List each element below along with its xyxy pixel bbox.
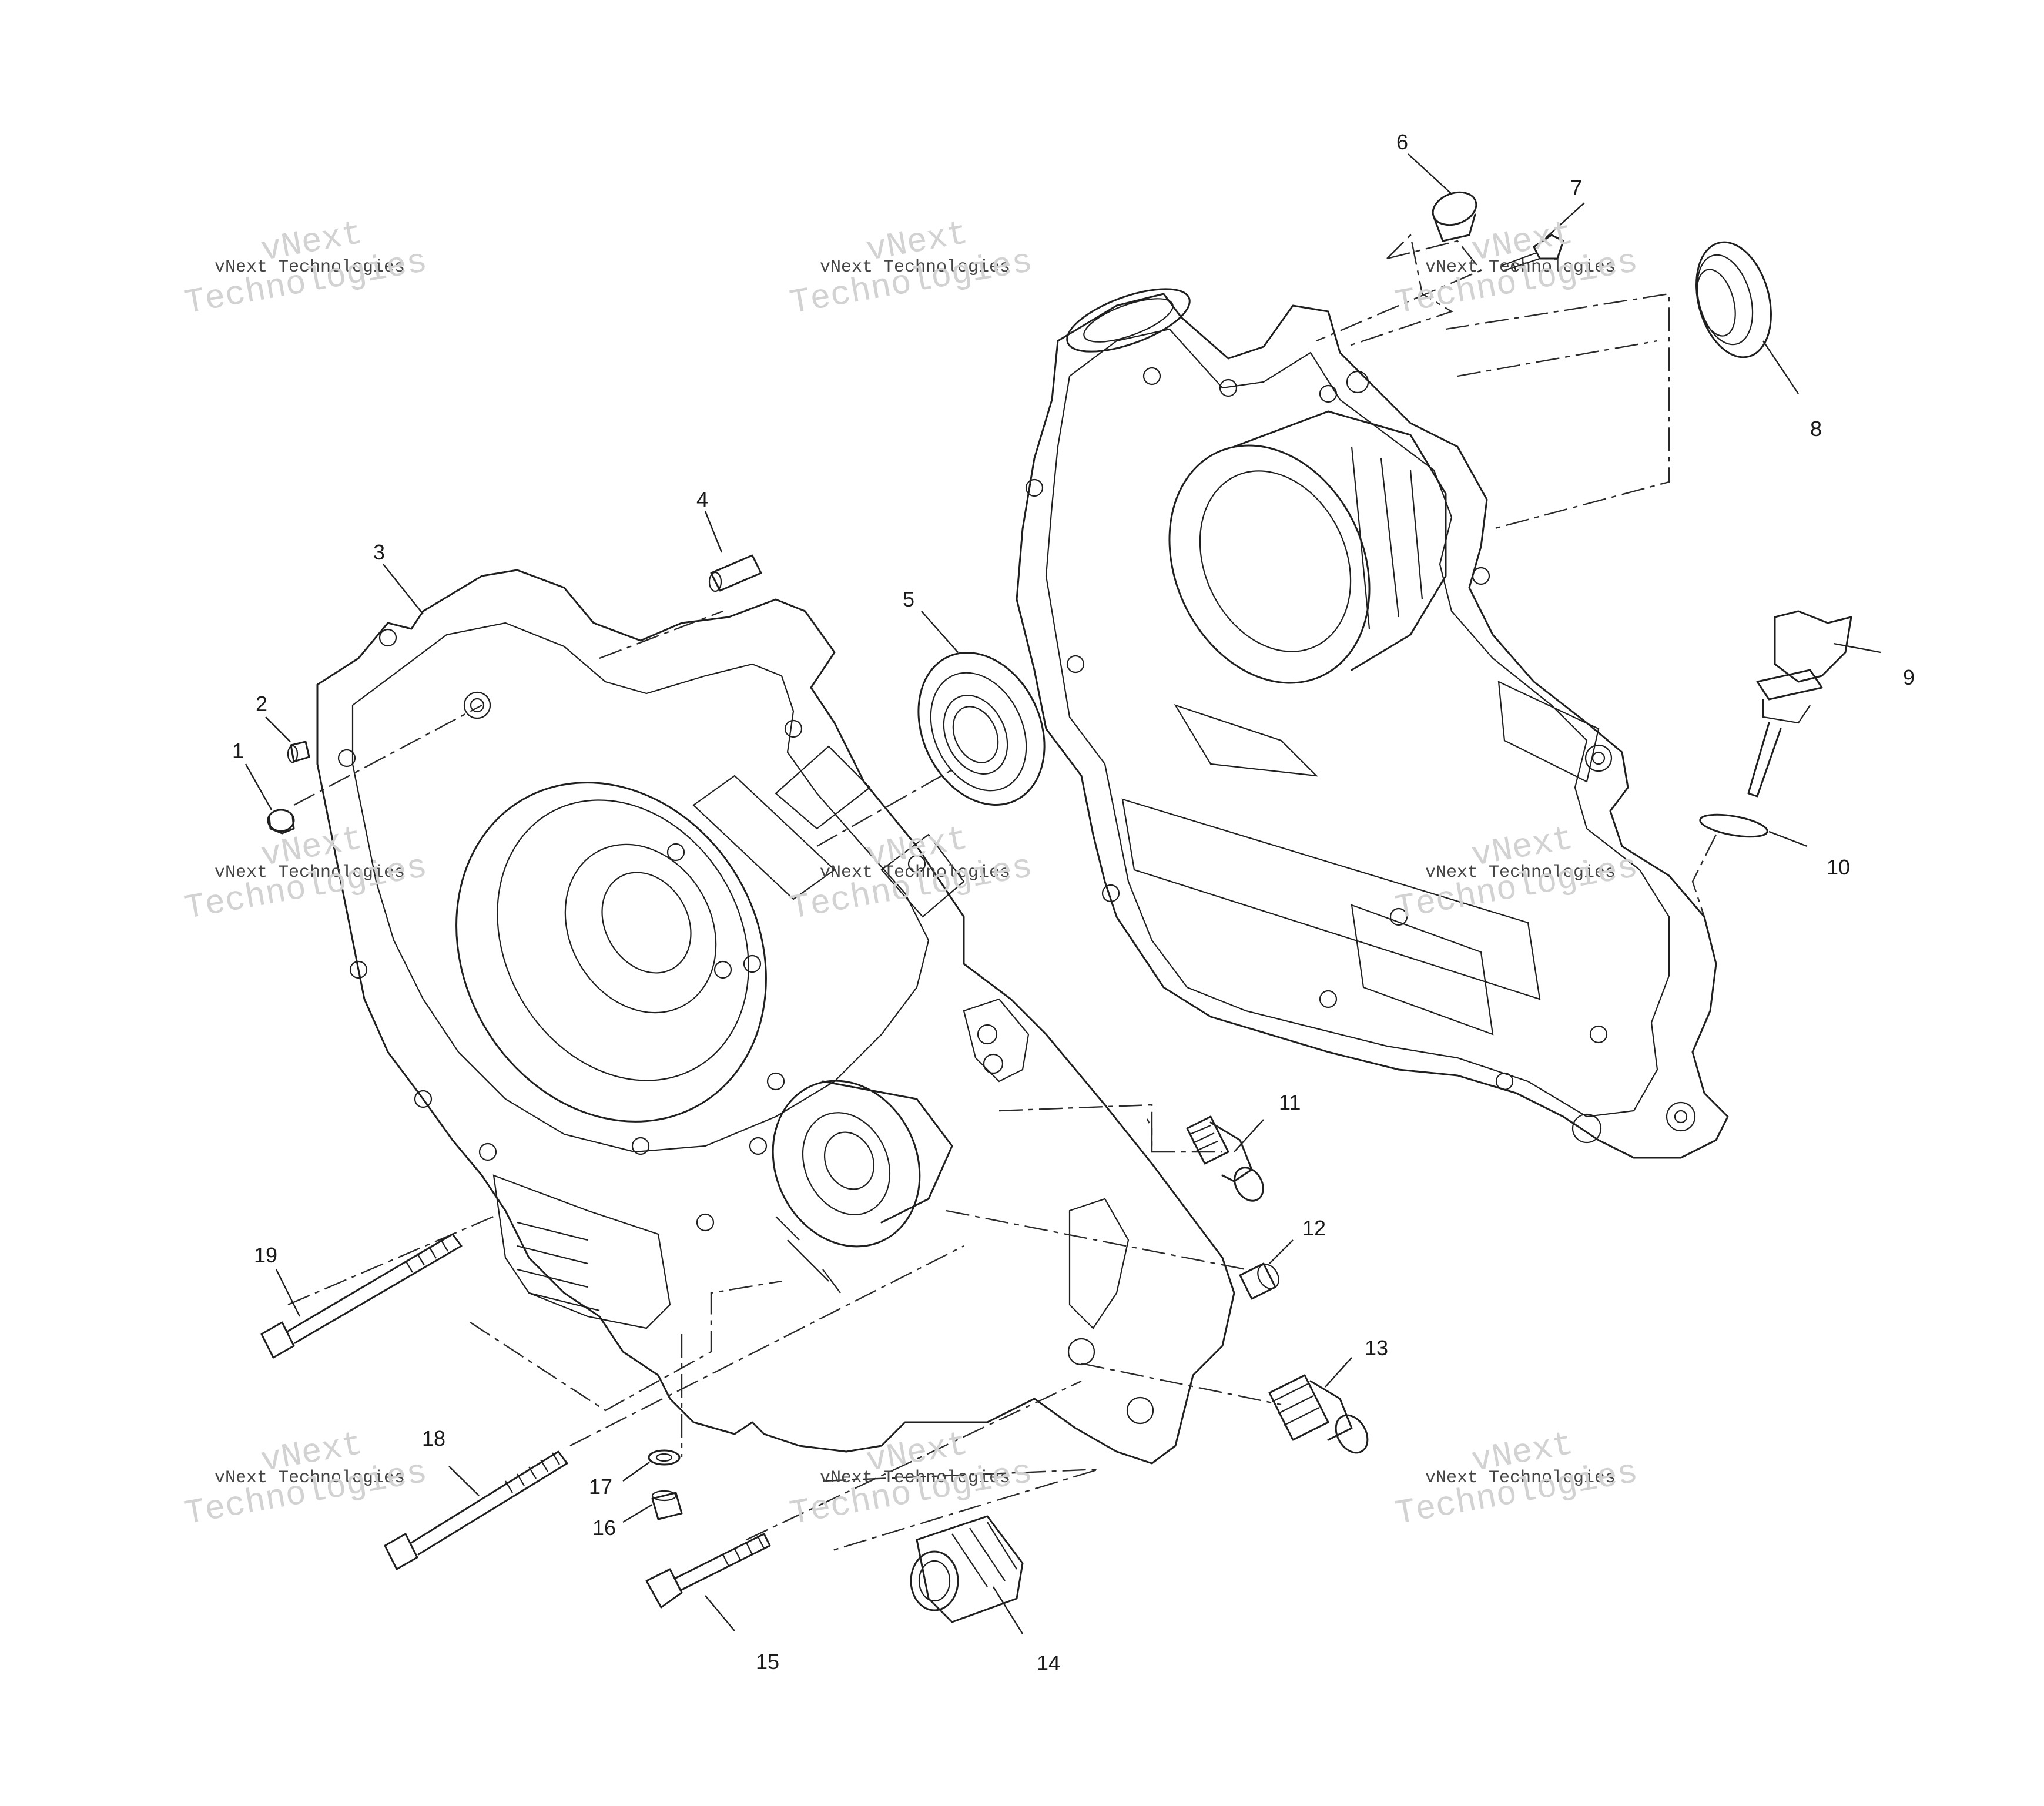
callout-16: 16	[592, 1516, 616, 1540]
part-9-dipstick	[1747, 610, 1852, 798]
callout-6: 6	[1396, 130, 1408, 154]
callout-1: 1	[232, 739, 244, 763]
callout-17: 17	[589, 1475, 612, 1499]
callout-5: 5	[903, 587, 914, 611]
assembly-lines	[287, 233, 1717, 1553]
callout-9: 9	[1903, 665, 1915, 689]
part-15-bolt	[645, 1533, 771, 1609]
part-11-fitting	[1186, 1115, 1264, 1202]
callout-14: 14	[1037, 1651, 1060, 1675]
part-12-plug	[1239, 1262, 1279, 1300]
part-1-nut	[267, 809, 295, 835]
leader-lines	[244, 153, 1881, 1634]
callout-2: 2	[256, 692, 267, 716]
part-16-plug	[651, 1490, 683, 1520]
part-14-drain-fitting	[910, 1515, 1024, 1623]
part-6-plug	[1432, 191, 1477, 242]
part-2-dowel	[287, 741, 310, 763]
bolt-holes-left	[337, 628, 926, 1232]
callout-labels: 1 2 3 4 5 6 7 8 9 10 11 12 13 14 15 16 1…	[232, 130, 1915, 1675]
callout-11: 11	[1279, 1090, 1301, 1114]
callout-13: 13	[1365, 1336, 1388, 1360]
callout-18: 18	[422, 1426, 445, 1450]
part-18-bolt	[384, 1450, 568, 1570]
part-4-dowel	[708, 554, 762, 592]
callout-3: 3	[373, 540, 385, 564]
callout-12: 12	[1302, 1216, 1326, 1240]
callout-7: 7	[1570, 176, 1582, 200]
part-7-screw	[1501, 234, 1564, 272]
callout-8: 8	[1810, 417, 1822, 441]
right-crankcase-half	[1016, 288, 1729, 1159]
part-17-washer	[648, 1449, 681, 1466]
part-19-bolt	[260, 1233, 463, 1359]
left-crankcase-half	[316, 569, 1235, 1465]
callout-4: 4	[696, 487, 708, 511]
callout-10: 10	[1827, 855, 1850, 879]
part-13-fitting	[1268, 1374, 1369, 1454]
part-8-seal	[1695, 241, 1772, 358]
bolt-holes-right	[1025, 367, 1696, 1144]
part-5-bearing	[917, 652, 1046, 806]
callout-15: 15	[756, 1650, 779, 1674]
part-10-o-ring	[1699, 813, 1768, 838]
callout-19: 19	[254, 1243, 277, 1267]
